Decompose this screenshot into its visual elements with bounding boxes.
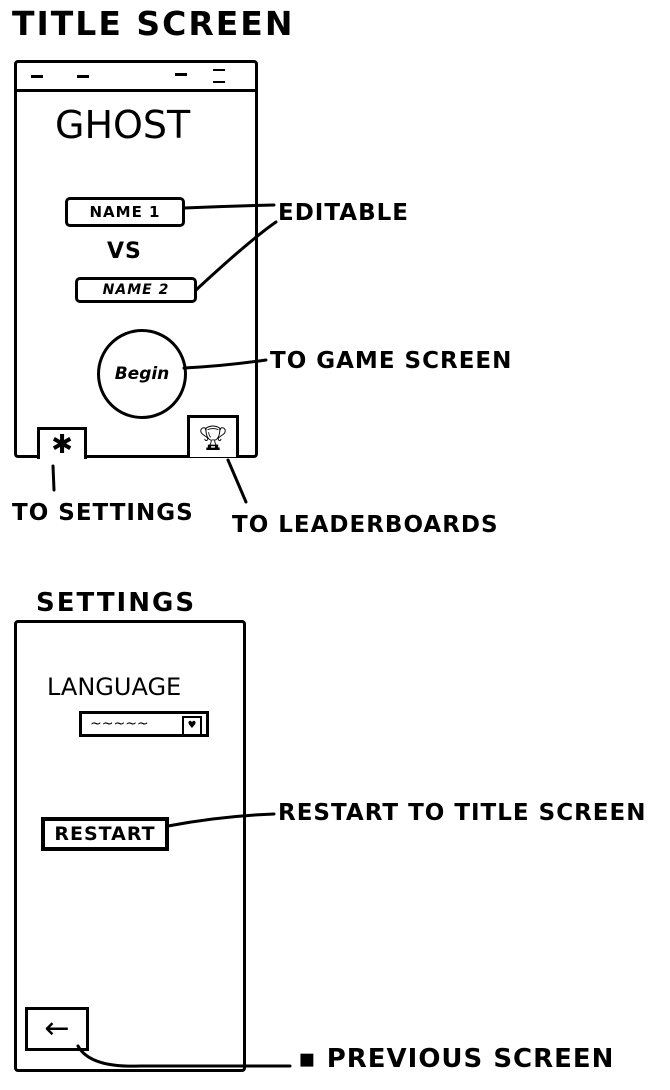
to-settings-line: [51, 464, 56, 492]
to-game-line: [182, 358, 268, 370]
back-button[interactable]: ←: [25, 1007, 89, 1051]
back-arrow-icon: ←: [44, 1011, 70, 1046]
vs-label: VS: [107, 239, 142, 264]
to-settings-annotation: TO SETTINGS: [12, 500, 194, 526]
to-game-annotation: TO GAME SCREEN: [270, 348, 513, 374]
language-select[interactable]: ~~~~~ ♥: [79, 711, 209, 737]
to-leaderboards-annotation: TO LEADERBOARDS: [232, 512, 499, 538]
begin-button[interactable]: Begin: [97, 329, 187, 419]
previous-annotation-text: PREVIOUS SCREEN: [326, 1044, 615, 1074]
editable-annotation: EDITABLE: [278, 200, 409, 226]
begin-label: Begin: [114, 364, 170, 384]
trophy-icon: 🏆︎: [197, 423, 229, 452]
restart-button[interactable]: RESTART: [41, 817, 169, 851]
restart-label: RESTART: [54, 823, 156, 845]
language-value: ~~~~~: [90, 716, 149, 732]
restart-line: [166, 812, 276, 828]
editable-line-1: [182, 203, 276, 210]
settings-heading: SETTINGS: [36, 588, 197, 618]
editable-line-2: [194, 220, 278, 292]
status-bar-mark: [31, 75, 43, 78]
app-title: GHOST: [55, 103, 191, 147]
status-bar: [17, 89, 255, 92]
language-label: LANGUAGE: [47, 673, 182, 701]
to-leaderboards-line: [226, 458, 248, 504]
menu-icon[interactable]: [213, 69, 225, 83]
settings-button[interactable]: ✱: [37, 427, 87, 459]
leaderboard-button[interactable]: 🏆︎: [187, 415, 239, 457]
previous-line: [76, 1044, 292, 1068]
restart-annotation: RESTART TO TITLE SCREEN: [278, 800, 647, 826]
previous-bullet: ▪: [298, 1044, 327, 1074]
name2-text: NAME 2: [102, 282, 170, 298]
title-screen-phone: GHOST NAME 1 VS NAME 2 Begin ✱ 🏆︎: [14, 60, 258, 459]
previous-annotation: ▪ PREVIOUS SCREEN: [298, 1044, 614, 1074]
settings-phone: LANGUAGE ~~~~~ ♥ RESTART ←: [14, 620, 246, 1072]
title-screen-heading: TITLE SCREEN: [12, 4, 295, 43]
gear-icon: ✱: [51, 429, 73, 460]
name1-text: NAME 1: [89, 203, 161, 221]
status-bar-mark: [175, 73, 187, 76]
dropdown-icon: ♥: [182, 716, 202, 736]
status-bar-mark: [77, 75, 89, 78]
name1-input[interactable]: NAME 1: [65, 197, 185, 227]
